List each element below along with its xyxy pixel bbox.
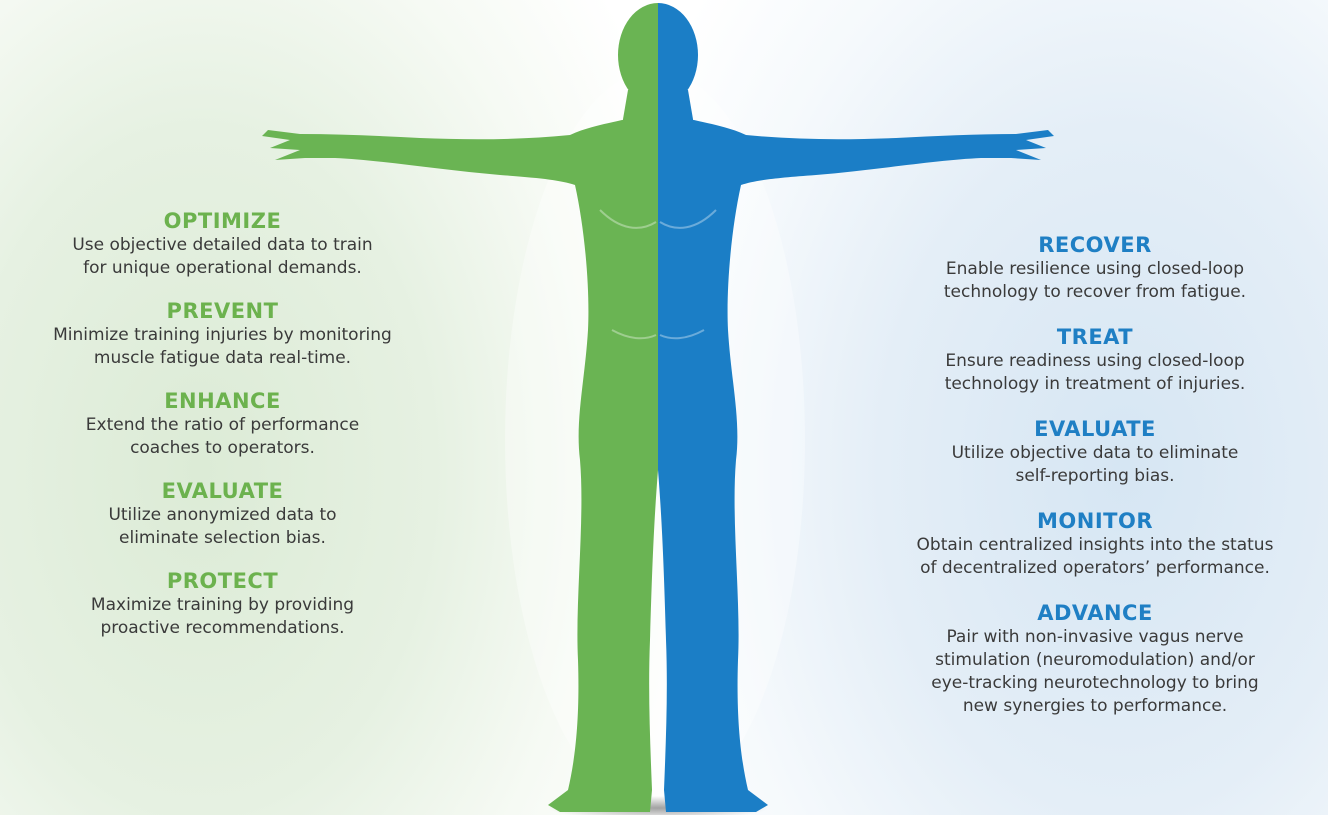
item-desc-line: Obtain centralized insights into the sta… [916, 535, 1274, 555]
item-desc-line: stimulation (neuromodulation) and/or [935, 650, 1255, 670]
item-title: ADVANCE [1037, 601, 1153, 625]
item-desc-line: Ensure readiness using closed-loop [945, 351, 1245, 371]
item-desc-line: Extend the ratio of performance [85, 415, 360, 435]
item-evaluate-left: EVALUATE Utilize anonymized data to elim… [0, 478, 445, 550]
right-column: RECOVER Enable resilience using closed-l… [862, 232, 1328, 718]
item-title: MONITOR [1037, 509, 1153, 533]
item-desc-line: Utilize anonymized data to [108, 505, 337, 525]
item-recover: RECOVER Enable resilience using closed-l… [862, 232, 1328, 304]
item-optimize: OPTIMIZE Use objective detailed data to … [0, 208, 445, 280]
item-monitor: MONITOR Obtain centralized insights into… [862, 508, 1328, 580]
item-title: PROTECT [166, 569, 279, 593]
item-title: OPTIMIZE [163, 209, 282, 233]
item-desc-line: eliminate selection bias. [119, 528, 326, 548]
item-enhance: ENHANCE Extend the ratio of performance … [0, 388, 445, 460]
item-desc-line: Maximize training by providing [90, 595, 355, 615]
item-title: EVALUATE [161, 479, 284, 503]
item-desc-line: Enable resilience using closed-loop [945, 259, 1245, 279]
item-desc-line: Use objective detailed data to train [72, 235, 373, 255]
item-treat: TREAT Ensure readiness using closed-loop… [862, 324, 1328, 396]
item-desc-line: Pair with non-invasive vagus nerve [946, 627, 1244, 647]
item-desc-line: coaches to operators. [130, 438, 315, 458]
item-desc-line: technology in treatment of injuries. [944, 374, 1246, 394]
item-title: ENHANCE [164, 389, 281, 413]
item-title: EVALUATE [1034, 417, 1156, 441]
item-desc-line: Utilize objective data to eliminate [951, 443, 1239, 463]
item-desc-line: technology to recover from fatigue. [943, 282, 1247, 302]
item-desc-line: of decentralized operators’ performance. [920, 558, 1270, 578]
item-title: RECOVER [1038, 233, 1152, 257]
item-advance: ADVANCE Pair with non-invasive vagus ner… [862, 600, 1328, 718]
item-desc-line: proactive recommendations. [100, 618, 345, 638]
item-title: PREVENT [166, 299, 279, 323]
item-title: TREAT [1056, 325, 1134, 349]
item-desc-line: self-reporting bias. [1015, 466, 1175, 486]
item-evaluate-right: EVALUATE Utilize objective data to elimi… [862, 416, 1328, 488]
item-desc-line: muscle fatigue data real-time. [93, 348, 352, 368]
item-protect: PROTECT Maximize training by providing p… [0, 568, 445, 640]
item-desc-line: eye-tracking neurotechnology to bring [931, 673, 1259, 693]
item-desc-line: for unique operational demands. [83, 258, 362, 278]
left-column: OPTIMIZE Use objective detailed data to … [0, 208, 445, 640]
item-prevent: PREVENT Minimize training injuries by mo… [0, 298, 445, 370]
item-desc-line: new synergies to performance. [962, 696, 1228, 716]
item-desc-line: Minimize training injuries by monitoring [53, 325, 392, 345]
